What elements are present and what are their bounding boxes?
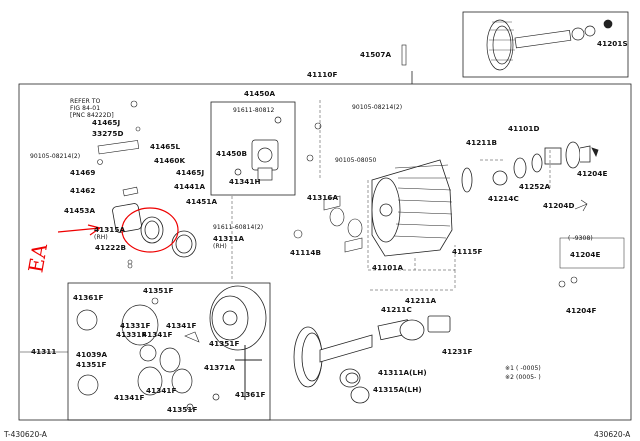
refer-line-3: [PNC 84222D] (70, 112, 114, 119)
part-90105-08214-a: 90105-08214(2) (352, 104, 403, 111)
carrier-cover-icon (371, 159, 453, 257)
part-41361f-b: 41361F (235, 390, 266, 399)
part-90105-08050: 90105-08050 (335, 157, 377, 164)
part-41311a: 41311A (213, 234, 245, 243)
differential-gears-icon (76, 304, 262, 411)
part-41361f-a: 41361F (73, 293, 104, 302)
date-note-9308: ( -9308) (568, 235, 593, 242)
part-41465j-b: 41465J (176, 168, 205, 177)
part-41465l: 41465L (150, 142, 181, 151)
part-41316a: 41316A (307, 193, 339, 202)
part-41453a: 41453A (64, 206, 96, 215)
small-parts-icon (97, 44, 588, 343)
date-inset (559, 237, 625, 269)
part-41451a: 41451A (186, 197, 218, 206)
part-41214c: 41214C (488, 194, 519, 203)
part-41101d: 41101D (508, 124, 540, 133)
part-41341f-c: 41341F (146, 386, 177, 395)
part-41211b: 41211B (466, 138, 498, 147)
part-41351f-c: 41351F (76, 360, 107, 369)
ring-gear-inset (462, 11, 629, 78)
part-41507a: 41507A (360, 50, 392, 59)
part-41211a: 41211A (405, 296, 437, 305)
part-41450a: 41450A (244, 89, 276, 98)
note-2: ※2 (0005- ) (505, 374, 541, 381)
part-41204f: 41204F (566, 306, 597, 315)
part-41341h: 41341H (229, 177, 261, 186)
refer-line-2: FIG 84-01 (70, 105, 101, 112)
part-41204e-b: 41204E (570, 250, 601, 259)
part-41211c: 41211C (381, 305, 412, 314)
part-41311: 41311 (31, 347, 57, 356)
pump-inset (210, 101, 296, 196)
part-91611-80812: 91611-80812 (233, 107, 275, 114)
ring-gear-icon (486, 19, 613, 71)
footer-right-code: 430620-A (594, 430, 631, 439)
part-41351f-d: 41351F (167, 405, 198, 414)
part-41331f-a: 41331F (120, 321, 151, 330)
part-41331f-b: 41331F (116, 330, 147, 339)
part-41114b: 41114B (290, 248, 322, 257)
part-41462: 41462 (70, 186, 96, 195)
note-1: ※1 ( -0005) (505, 365, 541, 372)
part-41315a: 41315A (94, 225, 126, 234)
part-41101a: 41101A (372, 263, 404, 272)
part-41341f-a: 41341F (166, 321, 197, 330)
main-frame (18, 83, 632, 421)
part-41351f-a: 41351F (143, 286, 174, 295)
hand-drawn-annotation: EA (23, 241, 52, 274)
part-41039a: 41039A (76, 350, 108, 359)
part-41204e-a: 41204E (577, 169, 608, 178)
part-41441a: 41441A (174, 182, 206, 191)
part-41311a-lh: 41311A(LH) (378, 368, 427, 377)
part-41252a: 41252A (519, 182, 551, 191)
part-41204d: 41204D (543, 201, 575, 210)
refer-line-1: REFER TO (70, 98, 101, 105)
part-41315a-rh: (RH) (94, 234, 108, 241)
part-41341f-d: 41341F (114, 393, 145, 402)
hand-drawn-arrow (57, 224, 101, 236)
part-41460k: 41460K (154, 156, 186, 165)
pump-icon (234, 116, 282, 181)
differential-case-icon (209, 285, 411, 388)
hand-drawn-circle (121, 207, 179, 253)
part-41371a: 41371A (204, 363, 236, 372)
differential-inset (67, 282, 271, 421)
part-41469: 41469 (70, 168, 96, 177)
part-33275d: 33275D (92, 129, 124, 138)
part-41231f: 41231F (442, 347, 473, 356)
part-41201s: 41201S (597, 39, 628, 48)
footer-left-code: T-430620-A (4, 430, 47, 439)
part-41315a-lh: 41315A(LH) (373, 385, 422, 394)
part-91611-60814: 91611-60814(2) (213, 224, 264, 231)
part-41465j-a: 41465J (92, 118, 121, 127)
part-41351f-b: 41351F (209, 339, 240, 348)
part-41115f: 41115F (452, 247, 483, 256)
part-41110f: 41110F (307, 70, 338, 79)
part-41311a-rh: (RH) (213, 243, 227, 250)
part-41341f-b: 41341F (142, 330, 173, 339)
pinion-shaft-parts-icon (461, 141, 599, 193)
bearing-lower-icon (339, 315, 451, 404)
part-41222b: 41222B (95, 243, 127, 252)
part-41450b: 41450B (216, 149, 248, 158)
part-90105-08214-b: 90105-08214(2) (30, 153, 81, 160)
